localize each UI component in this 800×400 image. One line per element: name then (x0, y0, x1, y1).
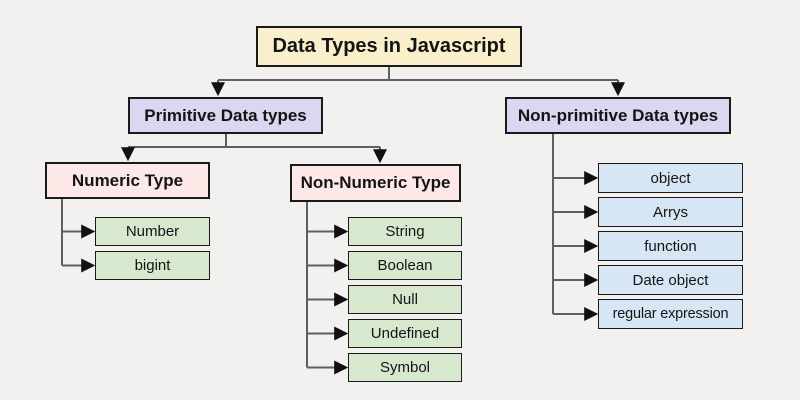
subbranch-non-numeric-type: Non-Numeric Type (290, 164, 461, 202)
leaf-arrays: Arrys (598, 197, 743, 227)
subbranch-numeric-type: Numeric Type (45, 162, 210, 199)
leaf-string: String (348, 217, 462, 246)
root-node-title: Data Types in Javascript (256, 26, 522, 67)
leaf-bigint: bigint (95, 251, 210, 280)
branch-primitive: Primitive Data types (128, 97, 323, 134)
leaf-null: Null (348, 285, 462, 314)
leaf-undefined: Undefined (348, 319, 462, 348)
leaf-object: object (598, 163, 743, 193)
leaf-regular-expression: regular expression (598, 299, 743, 329)
leaf-symbol: Symbol (348, 353, 462, 382)
leaf-function: function (598, 231, 743, 261)
branch-non-primitive: Non-primitive Data types (505, 97, 731, 134)
leaf-boolean: Boolean (348, 251, 462, 280)
leaf-number: Number (95, 217, 210, 246)
leaf-date-object: Date object (598, 265, 743, 295)
